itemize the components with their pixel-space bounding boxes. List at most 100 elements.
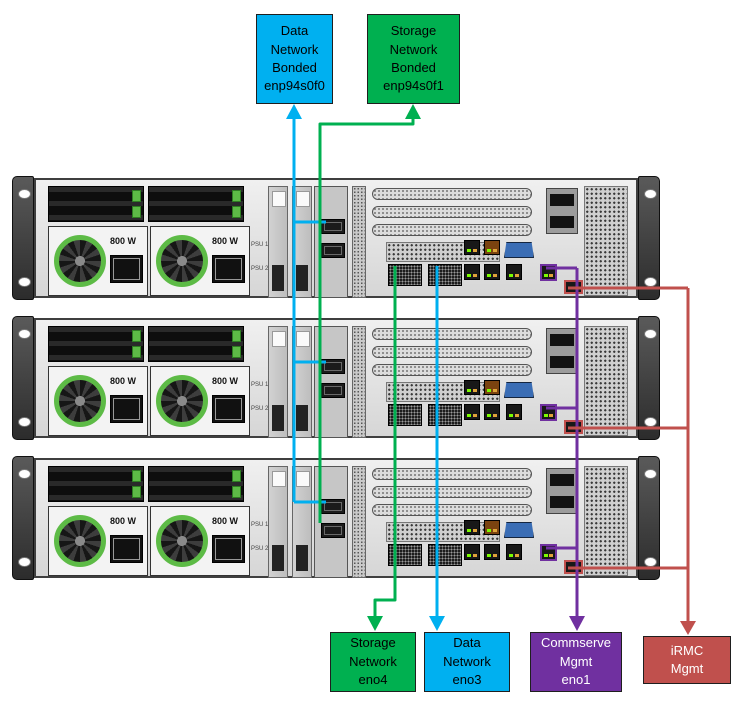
drive-bay-2 — [148, 326, 244, 362]
rack-ear-right — [638, 456, 660, 580]
screw-hole — [644, 417, 657, 427]
label-storage-network-bonded: Storage Network Bonded enp94s0f1 — [367, 14, 460, 104]
vent-grille — [584, 326, 628, 436]
label-line: eno1 — [561, 672, 591, 688]
io-module — [268, 466, 288, 578]
io-module — [292, 326, 312, 438]
bonded-nic-module — [314, 186, 348, 298]
pcie-slot-cover — [372, 486, 532, 498]
data-bonded-port — [321, 219, 345, 234]
psu-2: 800 W — [150, 506, 250, 576]
label-line: enp94s0f1 — [383, 78, 444, 94]
io-module — [292, 466, 312, 578]
rj45-port — [484, 380, 500, 395]
vent-grille — [386, 242, 500, 262]
rj45-port — [484, 240, 500, 255]
screw-hole — [18, 277, 31, 287]
pcie-slot-cover — [372, 328, 532, 340]
drive-clip — [232, 486, 241, 498]
server-1: 800 W 800 W PSU 1 PSU 2 — [12, 176, 660, 300]
vent-strip — [352, 186, 366, 298]
rj45-port — [506, 264, 522, 280]
irmc-port — [564, 560, 583, 574]
pcie-slot-cover — [372, 346, 532, 358]
server-3: 800 W 800 W PSU 1 PSU 2 — [12, 456, 660, 580]
data-bonded-port — [321, 359, 345, 374]
sfp-cage — [546, 328, 578, 374]
server-chassis: 800 W 800 W PSU 1 PSU 2 — [34, 318, 638, 438]
label-line: Bonded — [391, 60, 436, 75]
drive-clip — [132, 470, 141, 482]
rj45-port — [484, 404, 500, 420]
psu-wattage-label: 800 W — [212, 236, 239, 246]
drive-clip — [132, 486, 141, 498]
drive-clip — [232, 346, 241, 358]
storage-bonded-port — [321, 383, 345, 398]
vent-grille — [386, 522, 500, 542]
server-2: 800 W 800 W PSU 1 PSU 2 — [12, 316, 660, 440]
psu-2: 800 W — [150, 226, 250, 296]
eno4-port — [388, 544, 422, 566]
rj45-port — [464, 380, 480, 395]
bonded-nic-module — [314, 326, 348, 438]
drive-bay-2 — [148, 466, 244, 502]
pcie-slot-cover — [372, 364, 532, 376]
rj45-port — [464, 520, 480, 535]
drive-clip — [132, 346, 141, 358]
psu-2: 800 W — [150, 366, 250, 436]
psu-1: 800 W — [48, 366, 148, 436]
label-line: Mgmt — [559, 653, 593, 669]
label-line: Data — [453, 635, 481, 651]
sfp-cage — [546, 188, 578, 234]
power-inlet — [212, 255, 245, 283]
io-module — [268, 186, 288, 298]
label-line: Bonded — [272, 60, 317, 75]
drive-clip — [232, 190, 241, 202]
pcie-slot-cover — [372, 224, 532, 236]
eno3-port — [428, 404, 462, 426]
label-line: Network — [389, 41, 438, 57]
psu-wattage-label: 800 W — [212, 376, 239, 386]
psu-wattage-label: 800 W — [110, 516, 137, 526]
power-inlet — [110, 255, 143, 283]
screw-hole — [644, 469, 657, 479]
psu-1-tag: PSU 1 — [251, 522, 269, 528]
psu-fan-icon — [54, 515, 106, 567]
label-line: Data — [280, 23, 309, 39]
psu-1: 800 W — [48, 226, 148, 296]
pcie-slot-cover — [372, 188, 532, 200]
vent-grille — [386, 382, 500, 402]
rj45-port — [506, 404, 522, 420]
vga-port — [504, 382, 534, 398]
psu-wattage-label: 800 W — [110, 236, 137, 246]
drive-clip — [232, 330, 241, 342]
rj45-port — [464, 404, 480, 420]
label-line: Storage — [350, 635, 396, 651]
rack-ear-left — [12, 456, 34, 580]
psu-1-tag: PSU 1 — [251, 242, 269, 248]
psu-wattage-label: 800 W — [110, 376, 137, 386]
io-module — [268, 326, 288, 438]
drive-clip — [132, 190, 141, 202]
label-line: Mgmt — [670, 661, 704, 676]
rj45-port — [484, 520, 500, 535]
eno4-port — [388, 404, 422, 426]
psu-2-tag: PSU 2 — [251, 266, 269, 272]
eno3-port — [428, 544, 462, 566]
eno1-port — [540, 404, 557, 421]
rj45-port — [464, 240, 480, 255]
power-inlet — [212, 535, 245, 563]
psu-2-tag: PSU 2 — [251, 406, 269, 412]
psu-wattage-label: 800 W — [212, 516, 239, 526]
drive-clip — [132, 206, 141, 218]
label-data-network-eno3: Data Network eno3 — [424, 632, 510, 692]
power-inlet — [110, 535, 143, 563]
vent-strip — [352, 466, 366, 578]
drive-bay-1 — [48, 466, 144, 502]
eno1-port — [540, 264, 557, 281]
drive-bay-2 — [148, 186, 244, 222]
screw-hole — [644, 277, 657, 287]
storage-bonded-port — [321, 523, 345, 538]
